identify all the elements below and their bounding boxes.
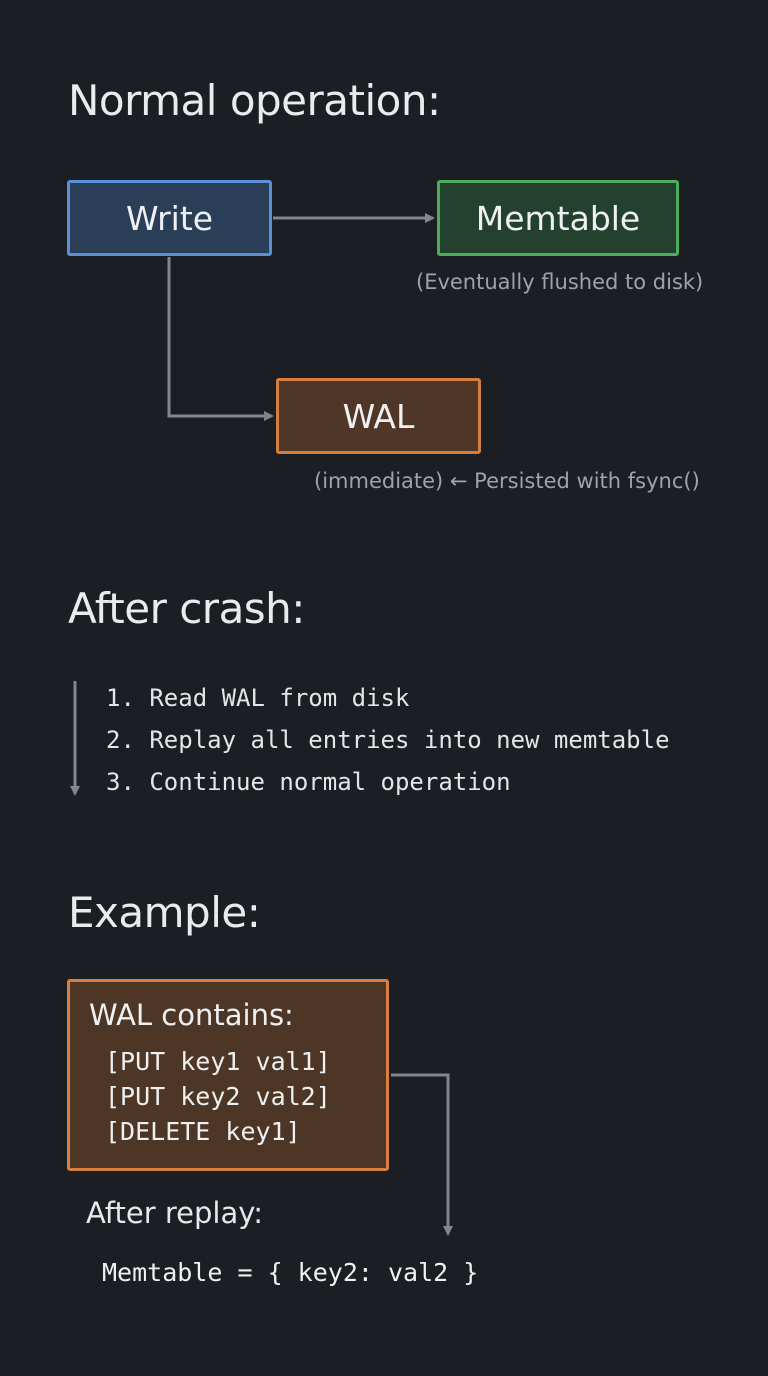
wal-to-result-arrow <box>391 1073 453 1236</box>
wal-node: WAL <box>276 378 481 454</box>
write-to-wal-arrow <box>167 257 274 421</box>
normal-operation-heading: Normal operation: <box>68 76 441 125</box>
after-crash-heading: After crash: <box>68 584 305 633</box>
example-heading: Example: <box>68 888 261 937</box>
memtable-node: Memtable <box>437 180 679 256</box>
wal-contents-title: WAL contains: <box>89 998 294 1032</box>
wal-entry: [PUT key2 val2] <box>105 1082 331 1111</box>
wal-entry: [PUT key1 val1] <box>105 1047 331 1076</box>
recovery-step: 1. Read WAL from disk <box>106 684 410 712</box>
recovery-step: 3. Continue normal operation <box>106 768 511 796</box>
write-node: Write <box>67 180 272 256</box>
wal-persist-note: (immediate) ← Persisted with fsync() <box>314 469 700 493</box>
memtable-flush-note: (Eventually flushed to disk) <box>416 270 704 294</box>
after-replay-label: After replay: <box>86 1196 264 1230</box>
wal-entries-list: [PUT key1 val1] [PUT key2 val2] [DELETE … <box>105 1046 331 1151</box>
memtable-result: Memtable = { key2: val2 } <box>102 1258 479 1287</box>
recovery-step: 2. Replay all entries into new memtable <box>106 726 670 754</box>
recovery-steps-list: 1. Read WAL from disk 2. Replay all entr… <box>106 680 670 806</box>
wal-contents-box: WAL contains: [PUT key1 val1] [PUT key2 … <box>67 979 389 1171</box>
wal-entry: [DELETE key1] <box>105 1117 301 1146</box>
